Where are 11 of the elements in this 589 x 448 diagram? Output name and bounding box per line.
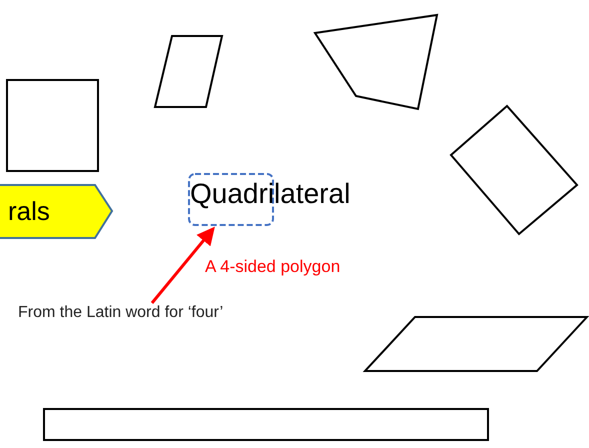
title-word: Quadrilateral: [190, 178, 350, 210]
note-text: From the Latin word for ‘four’: [18, 304, 224, 328]
bar-shape: [43, 408, 489, 441]
arrow: [150, 226, 215, 304]
banner-text: rals: [8, 196, 50, 227]
arrow-banner: [0, 185, 112, 238]
rhombus-shape: [155, 36, 222, 107]
square-shape: [6, 79, 99, 172]
definition-text: A 4-sided polygon: [205, 257, 340, 277]
kite-shape: [315, 15, 437, 109]
parallelogram-shape: [365, 317, 587, 371]
